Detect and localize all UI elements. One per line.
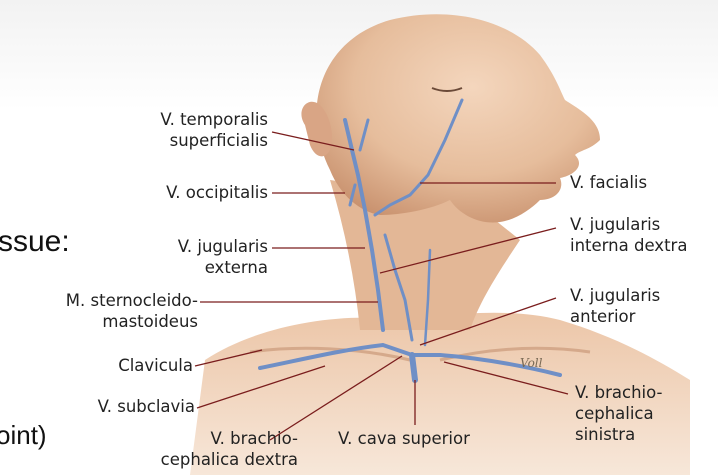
head [317,14,601,222]
label-brachiocephalica-dextra: V. brachio- cephalica dextra [161,428,298,470]
label-brachiocephalica-sinistra: V. brachio- cephalica sinistra [575,382,663,445]
artist-signature: Voll [520,356,542,370]
slide-text-partial-bottom: oint) [0,420,47,451]
label-occipitalis: V. occipitalis [166,182,268,203]
label-temporalis: V. temporalis superficialis [160,109,268,151]
label-jugularis-externa: V. jugularis externa [178,236,268,278]
label-clavicula: Clavicula [118,355,193,376]
label-sternocleidomastoideus: M. sternocleido- mastoideus [66,290,198,332]
label-jugularis-anterior: V. jugularis anterior [570,285,660,327]
label-cava-superior: V. cava superior [338,428,470,449]
label-subclavia: V. subclavia [98,396,195,417]
label-facialis: V. facialis [570,172,647,193]
label-jugularis-interna: V. jugularis interna dextra [570,214,687,256]
slide-text-partial-left: ssue: [0,225,70,259]
